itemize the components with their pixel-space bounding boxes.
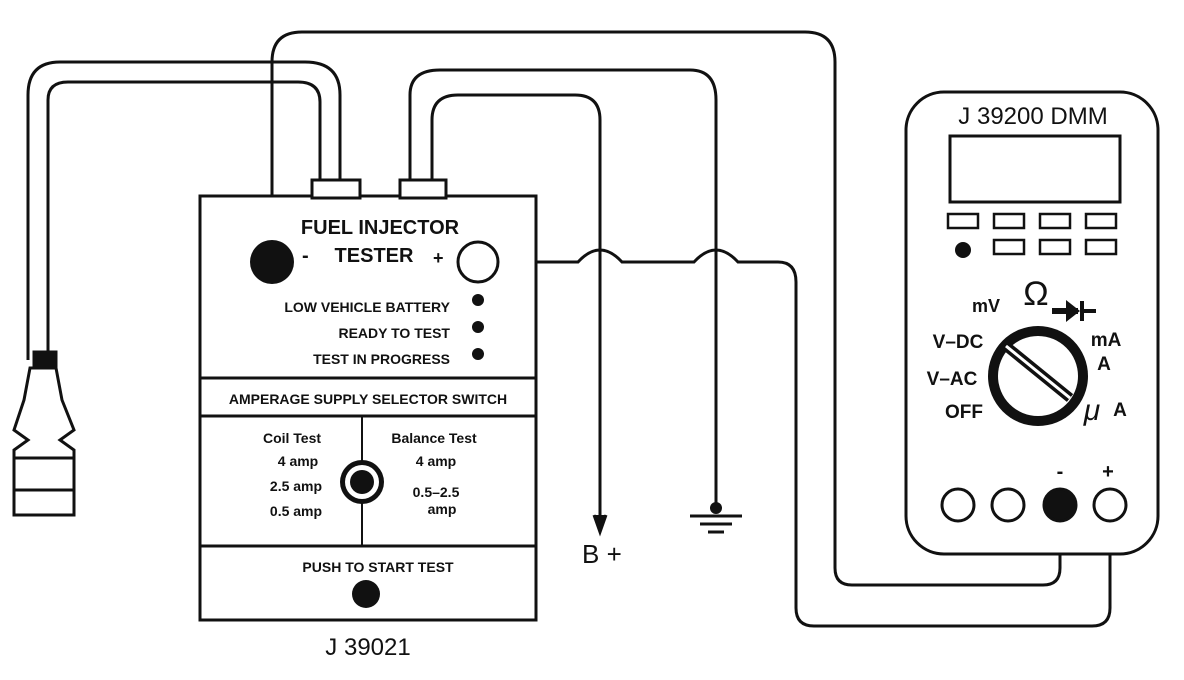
- power-port: [398, 178, 448, 200]
- injector-harness-inner: [46, 80, 322, 360]
- wiring: [26, 30, 1112, 628]
- dmm-button[interactable]: [1038, 238, 1072, 256]
- coil-option-0-5amp: 0.5 amp: [270, 503, 322, 519]
- dmm-button[interactable]: [992, 212, 1026, 230]
- indicator-label-ready: READY TO TEST: [338, 325, 450, 341]
- dial-label-ua: A: [1113, 400, 1127, 421]
- negative-jack[interactable]: [250, 240, 294, 284]
- power-lead-inner: [430, 93, 602, 180]
- tester-title-line2: TESTER: [335, 245, 414, 267]
- coil-option-4amp: 4 amp: [278, 453, 318, 469]
- balance-test-title: Balance Test: [391, 430, 477, 446]
- positive-jack[interactable]: [456, 240, 500, 284]
- balance-option-range-unit: amp: [428, 501, 457, 517]
- dmm-function-buttons: [946, 212, 1118, 256]
- dial-label-vac: V–AC: [927, 369, 978, 390]
- dmm-power-button[interactable]: [955, 242, 971, 258]
- dmm-button[interactable]: [946, 212, 980, 230]
- selector-header: AMPERAGE SUPPLY SELECTOR SWITCH: [229, 391, 507, 407]
- injector-connector: [12, 350, 76, 517]
- dial-label-ma: mA: [1091, 330, 1122, 351]
- harness-port: [310, 178, 362, 200]
- fuel-injector-tester: FUEL INJECTOR TESTER - + LOW VEHICLE BAT…: [198, 178, 538, 622]
- coil-test-title: Coil Test: [263, 430, 321, 446]
- indicator-label-low-battery: LOW VEHICLE BATTERY: [284, 299, 450, 315]
- dmm-display: [948, 134, 1122, 204]
- dmm-jack-negative[interactable]: [1042, 487, 1078, 523]
- power-lead-outer: [408, 68, 718, 180]
- dial-label-ohm: Ω: [1023, 275, 1048, 313]
- dial-label-micro: μ: [1083, 394, 1100, 427]
- diode-icon: [1052, 300, 1096, 322]
- dial-label-a: A: [1097, 354, 1111, 375]
- dmm-jack-2[interactable]: [990, 487, 1026, 523]
- jack-minus-label: -: [1057, 461, 1064, 483]
- dmm-jack-positive[interactable]: [1092, 487, 1128, 523]
- dmm-button[interactable]: [1084, 238, 1118, 256]
- balance-option-range: 0.5–2.5: [413, 484, 460, 500]
- positive-test-lead: [500, 248, 1112, 628]
- digital-multimeter: J 39200 DMM mV Ω V–DC V–AC OFF mA A μ A: [904, 90, 1160, 556]
- indicator-label-test-in-progress: TEST IN PROGRESS: [313, 351, 450, 367]
- dmm-rotary-dial[interactable]: [988, 326, 1088, 426]
- b-plus-label: B +: [582, 539, 622, 569]
- negative-test-lead: [270, 30, 1062, 587]
- dmm-button[interactable]: [1038, 212, 1072, 230]
- injector-harness-outer: [26, 60, 342, 360]
- dmm-jack-1[interactable]: [940, 487, 976, 523]
- balance-option-4amp: 4 amp: [416, 453, 456, 469]
- amperage-selector-knob[interactable]: [340, 460, 384, 504]
- ground-symbol-icon: [690, 514, 742, 534]
- indicator-led-low-battery: [472, 294, 484, 306]
- dial-label-off: OFF: [945, 402, 983, 423]
- tester-title-line1: FUEL INJECTOR: [301, 217, 460, 239]
- jack-plus-label: +: [1102, 461, 1114, 483]
- b-plus-arrow: [592, 514, 608, 537]
- push-to-start-label: PUSH TO START TEST: [302, 559, 454, 575]
- dmm-title: J 39200 DMM: [958, 103, 1107, 130]
- tester-model-label: J 39021: [325, 634, 410, 661]
- indicator-led-test-in-progress: [472, 348, 484, 360]
- push-to-start-button[interactable]: [352, 580, 380, 608]
- ground-junction: [710, 502, 722, 514]
- minus-sign: -: [302, 245, 309, 267]
- dmm-button[interactable]: [992, 238, 1026, 256]
- coil-option-2-5amp: 2.5 amp: [270, 478, 322, 494]
- dial-label-vdc: V–DC: [933, 332, 984, 353]
- plus-sign: +: [433, 248, 444, 268]
- indicator-led-ready: [472, 321, 484, 333]
- dial-label-mv: mV: [972, 296, 1000, 316]
- dmm-button[interactable]: [1084, 212, 1118, 230]
